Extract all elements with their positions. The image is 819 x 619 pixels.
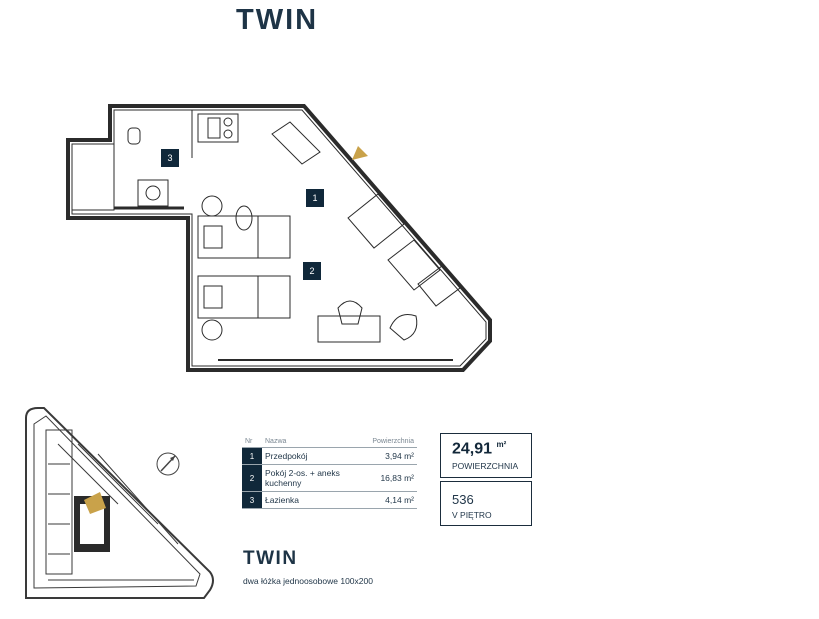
page-title: TWIN bbox=[236, 4, 319, 36]
floor-label: V PIĘTRO bbox=[452, 510, 492, 520]
total-area-label: POWIERZCHNIA bbox=[452, 461, 519, 471]
row-name: Pokój 2-os. + aneks kuchenny bbox=[262, 464, 358, 492]
footer-title: TWIN bbox=[243, 548, 298, 569]
row-nr: 2 bbox=[242, 464, 262, 492]
room-badge-2: 2 bbox=[303, 262, 321, 280]
compass-icon bbox=[156, 452, 180, 476]
entrance-marker bbox=[352, 146, 368, 160]
unit-highlight bbox=[84, 492, 106, 514]
row-name: Przedpokój bbox=[262, 447, 358, 465]
room-badge-1: 1 bbox=[306, 189, 324, 207]
unit-number: 536 bbox=[452, 492, 474, 507]
col-name: Nazwa bbox=[262, 436, 358, 448]
row-nr: 3 bbox=[242, 491, 262, 509]
row-nr: 1 bbox=[242, 447, 262, 465]
row-area: 3,94 m² bbox=[358, 447, 417, 465]
row-name: Łazienka bbox=[262, 491, 358, 509]
total-area-value: 24,91 m² bbox=[452, 440, 507, 458]
footer-subtitle: dwa łóżka jednoosobowe 100x200 bbox=[243, 576, 373, 586]
table-row: 2 Pokój 2-os. + aneks kuchenny 16,83 m² bbox=[242, 464, 417, 492]
col-nr: Nr bbox=[242, 436, 262, 448]
col-area: Powierzchnia bbox=[358, 436, 417, 448]
table-row: 1 Przedpokój 3,94 m² bbox=[242, 447, 417, 465]
row-area: 4,14 m² bbox=[358, 491, 417, 509]
unit-info-box: 536 V PIĘTRO bbox=[440, 481, 532, 526]
table-row: 3 Łazienka 4,14 m² bbox=[242, 491, 417, 509]
row-area: 16,83 m² bbox=[358, 464, 417, 492]
floor-plan bbox=[66, 104, 492, 372]
building-location-map bbox=[25, 407, 214, 599]
room-badge-3: 3 bbox=[161, 149, 179, 167]
total-area-box: 24,91 m² POWIERZCHNIA bbox=[440, 433, 532, 478]
room-table: Nr Nazwa Powierzchnia 1 Przedpokój 3,94 … bbox=[242, 436, 417, 509]
